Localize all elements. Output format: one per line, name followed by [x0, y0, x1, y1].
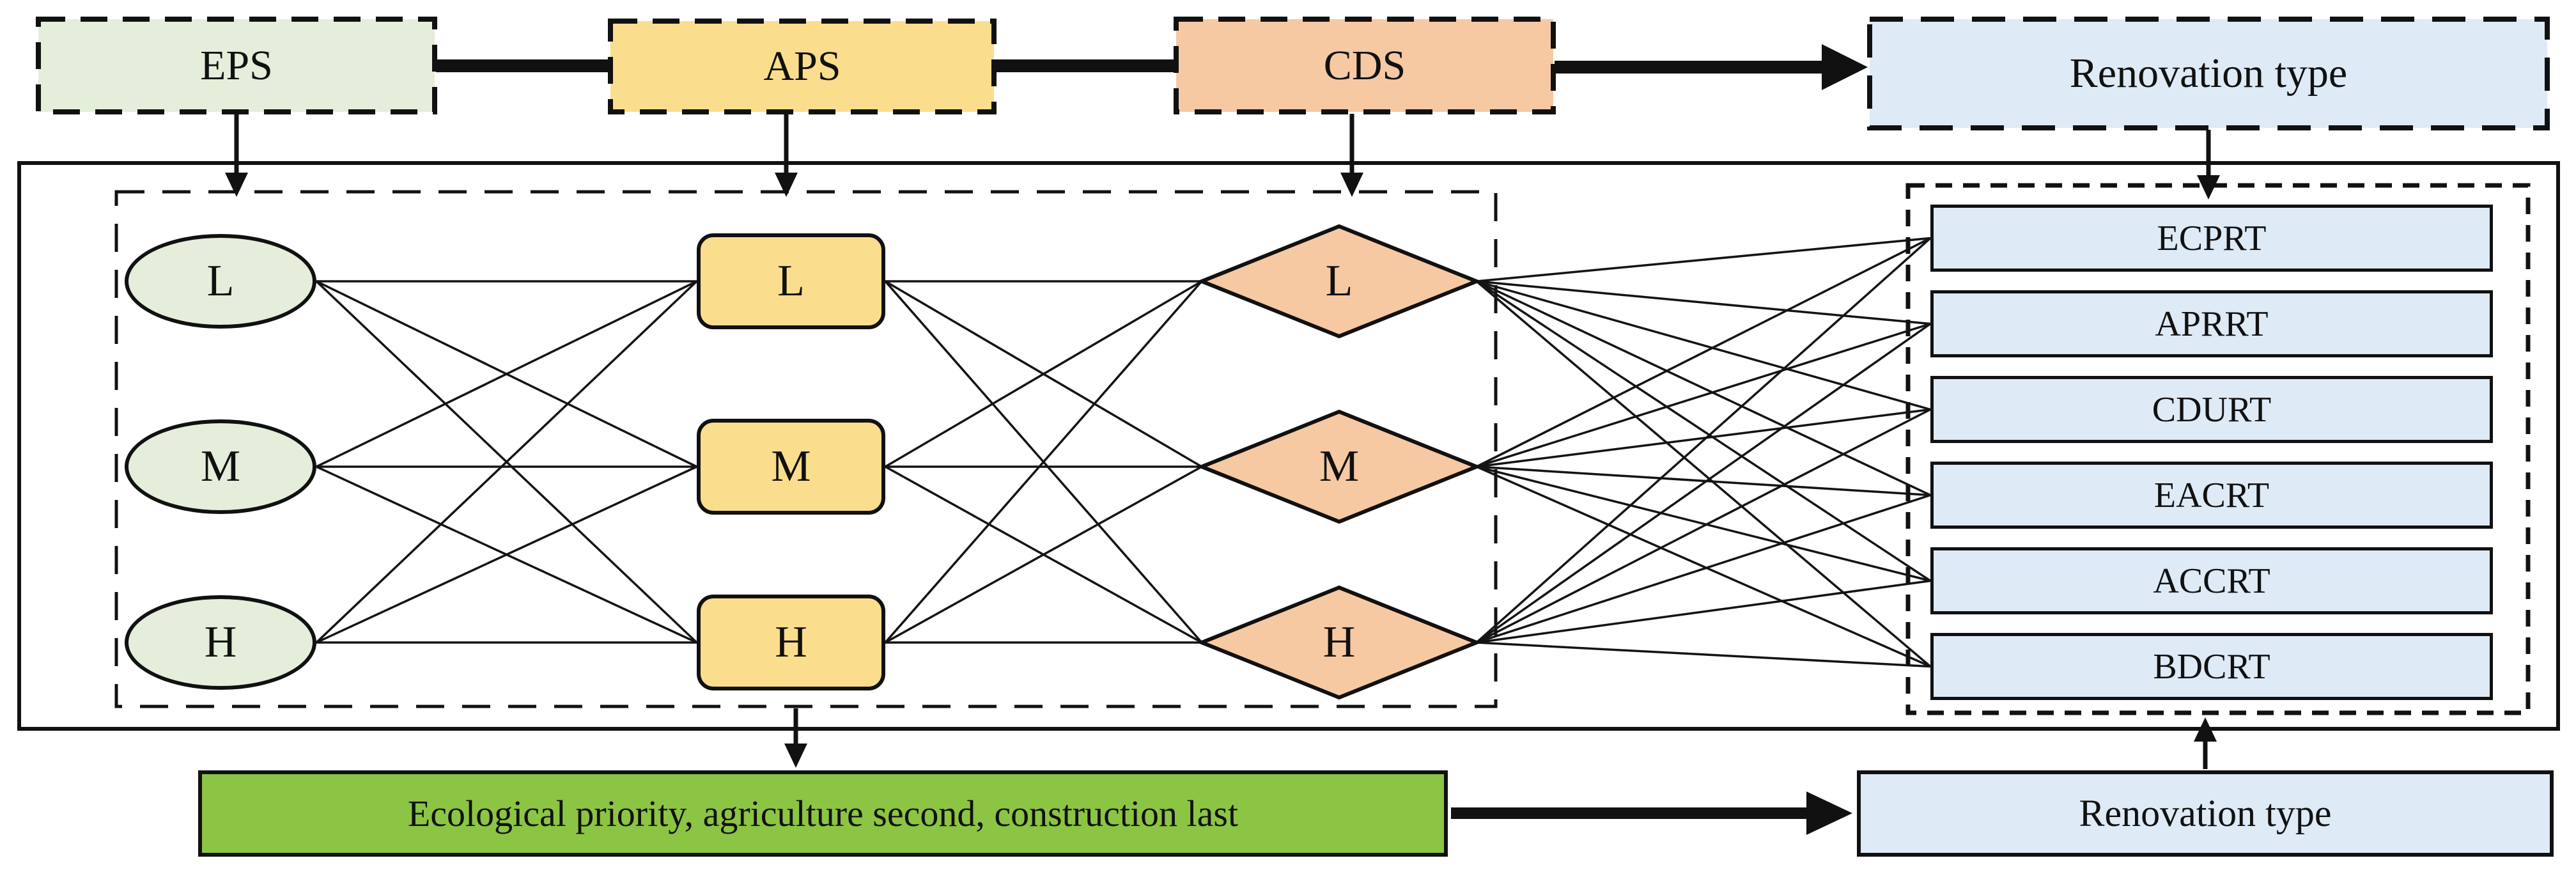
eps-level-H-label: H — [204, 618, 237, 667]
priority-principle-box: Ecological priority, agriculture second,… — [198, 770, 1448, 857]
connection-line — [1476, 322, 1931, 468]
connection-line — [1476, 465, 1931, 668]
renovation-types-dashed-frame — [1905, 183, 2531, 715]
aps-level-L-box: L — [697, 233, 885, 329]
cds-level-H-diamond — [1196, 585, 1482, 700]
aps-down-arrowhead — [775, 173, 798, 197]
cds-down-arrowhead — [1340, 173, 1363, 197]
connection-line — [884, 280, 1203, 644]
connection-line — [1476, 237, 1931, 468]
connection-line — [885, 465, 1202, 644]
top-row-connectors — [436, 44, 1868, 90]
aps-level-H-box: H — [697, 595, 885, 690]
outer-frame — [17, 161, 2560, 731]
connection-line — [316, 280, 697, 468]
connection-line — [1476, 408, 1931, 468]
eps-level-L-ellipse: L — [125, 234, 316, 329]
eps-level-H-ellipse: H — [125, 595, 316, 690]
aps-level-L-label: L — [777, 256, 805, 306]
aps-box — [608, 19, 997, 114]
eps-level-M-ellipse: M — [125, 419, 316, 514]
connection-line — [1476, 280, 1931, 582]
renovation-type-eacrt: EACRT — [1930, 462, 2493, 529]
cds-level-M-label: M — [1319, 442, 1360, 491]
renovation-type-bottom-box: Renovation type — [1857, 770, 2554, 857]
network-connection-lines — [315, 237, 1932, 668]
connection-line — [1476, 237, 1931, 283]
principle-renovation-arrowhead — [1806, 791, 1852, 835]
cds-level-M-diamond — [1196, 409, 1482, 524]
cds-level-H-label: H — [1323, 618, 1356, 667]
cds-level-L-label: L — [1325, 256, 1353, 306]
eps-box — [36, 17, 437, 114]
principle-down-arrowhead — [784, 744, 807, 768]
connection-line — [315, 280, 698, 644]
connection-line — [1476, 408, 1931, 644]
cds-level-L-diamond — [1196, 224, 1482, 339]
principle-renovation-arrow — [1451, 791, 1852, 835]
bottom-renovation-up-arrowhead — [2194, 717, 2217, 742]
aps-label: APS — [763, 43, 841, 90]
renovation-type-ecprt: ECPRT — [1930, 205, 2493, 272]
renovation-type-cdurt: CDURT — [1930, 376, 2493, 443]
connection-line — [1476, 465, 1931, 497]
connection-line — [1476, 280, 1931, 325]
connection-line — [1476, 579, 1931, 644]
levels-dashed-frame — [114, 190, 1498, 708]
cds-label: CDS — [1323, 42, 1406, 89]
renovation-type-aprrt: APRRT — [1930, 290, 2493, 357]
connection-line — [1475, 323, 1932, 644]
aps-level-M-box: M — [697, 419, 885, 515]
eps-label: EPS — [200, 42, 273, 89]
connection-line — [1475, 237, 1932, 644]
connection-line — [1476, 641, 1931, 668]
aps-level-H-label: H — [775, 618, 807, 667]
connection-line — [1475, 280, 1932, 667]
cds-box — [1174, 17, 1556, 114]
cds-level-diamonds — [1196, 224, 1482, 700]
connection-line — [1476, 280, 1931, 497]
eps-level-M-label: M — [200, 442, 241, 491]
vertical-arrows — [225, 114, 2220, 769]
connection-line — [316, 465, 697, 644]
eps-down-arrowhead — [225, 173, 248, 197]
connection-line — [1476, 494, 1931, 644]
connection-line — [1476, 465, 1931, 582]
connection-line — [1476, 280, 1931, 411]
renovation-down-arrowhead — [2197, 175, 2220, 199]
connection-line — [885, 280, 1202, 468]
renovation-type-bdcrt: BDCRT — [1930, 633, 2493, 700]
aps-level-M-label: M — [771, 442, 811, 491]
renovation-type-accrt: ACCRT — [1930, 547, 2493, 614]
cds-renovation-arrowhead — [1822, 44, 1868, 90]
renovation-type-top-box — [1867, 17, 2550, 130]
renovation-type-top-label: Renovation type — [2069, 50, 2348, 97]
eps-level-L-label: L — [206, 256, 235, 306]
